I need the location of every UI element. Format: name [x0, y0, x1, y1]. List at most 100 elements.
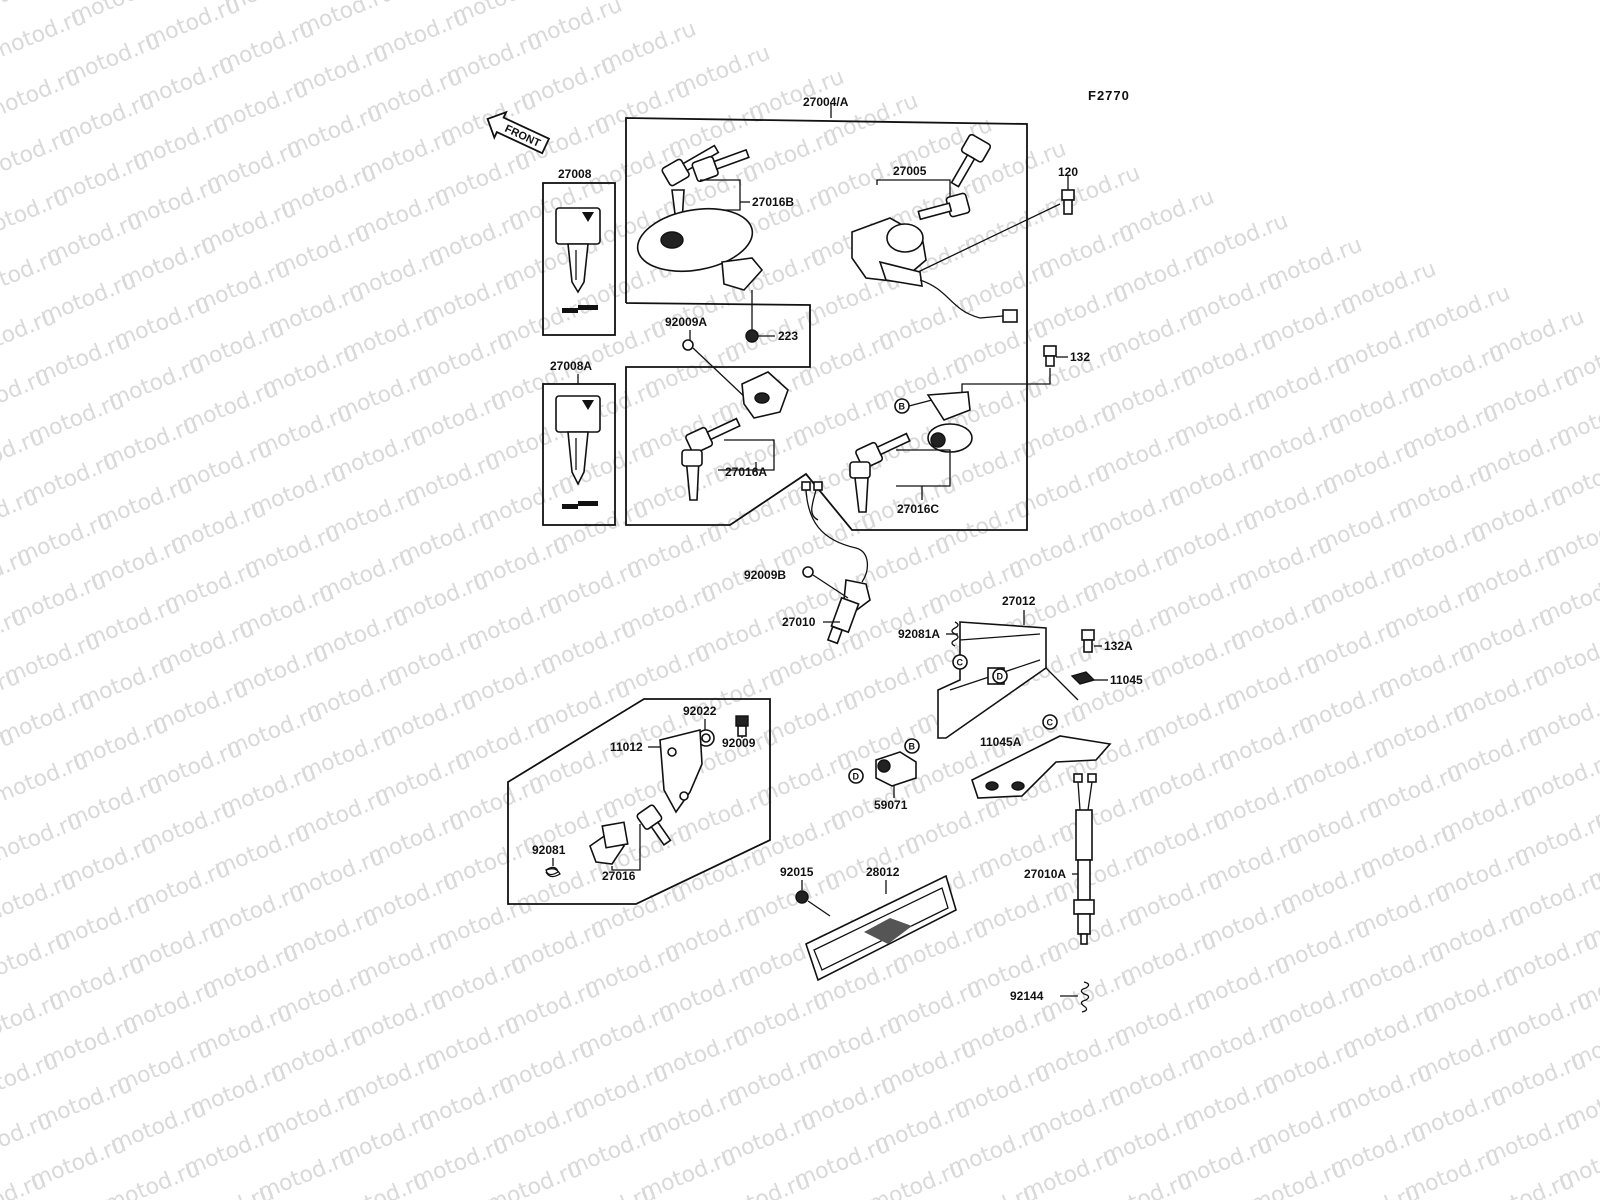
watermark-text: motod.ru	[0, 185, 72, 246]
watermark-text: motod.ru	[1247, 1157, 1350, 1200]
watermark-text: motod.ru	[0, 305, 60, 366]
part-label-27016b: 27016B	[752, 195, 794, 209]
part-label-11012: 11012	[610, 740, 643, 754]
leader-27016c	[896, 449, 951, 487]
watermark-text: motod.ru	[0, 245, 66, 306]
part-label-92022: 92022	[683, 704, 717, 718]
callout-c-text-2: C	[1047, 718, 1054, 728]
watermark-text: motod.ru	[0, 425, 48, 486]
part-label-28012: 28012	[866, 865, 900, 879]
part-label-27005: 27005	[893, 164, 927, 178]
kit-box-27004a	[625, 104, 1028, 531]
leader-120	[917, 203, 1061, 273]
part-label-132a: 132A	[1104, 639, 1133, 653]
kit-box-lower	[507, 698, 771, 905]
part-label-27010a: 27010A	[1024, 867, 1066, 881]
part-label-27008: 27008	[558, 167, 592, 181]
part-label-59071: 59071	[874, 798, 908, 812]
reflector-28012-icon	[805, 874, 957, 982]
clip-92144-icon	[1080, 981, 1090, 1013]
part-label-92009b: 92009B	[744, 568, 786, 582]
watermark-text: motod.ru	[0, 5, 90, 66]
helmet-lock-icon	[926, 391, 973, 453]
part-label-27012: 27012	[1002, 594, 1036, 608]
part-label-92144: 92144	[1010, 989, 1044, 1003]
spring-92081-icon	[545, 866, 561, 878]
part-label-11045: 11045	[1110, 673, 1143, 687]
part-label-27004a: 27004/A	[803, 95, 849, 109]
callout-d-2	[848, 768, 864, 784]
key-set-27016a-icon	[681, 417, 741, 501]
part-label-92015: 92015	[780, 865, 814, 879]
callout-b-text-2: B	[909, 742, 916, 752]
screw-223-icon	[745, 329, 759, 343]
callout-c-1	[952, 654, 968, 670]
callout-d-text-1: D	[997, 672, 1004, 682]
watermark-text: motod.ru	[1093, 1169, 1196, 1200]
watermark-text: motod.ru	[0, 1169, 50, 1200]
part-label-92009: 92009	[722, 736, 756, 750]
watermark-text: motod.ru	[0, 809, 86, 870]
ignition-keys-27005-icon	[917, 133, 992, 221]
part-label-11045a: 11045A	[980, 735, 1022, 749]
part-label-92081a: 92081A	[898, 627, 940, 641]
fuel-cap-icon	[636, 207, 764, 291]
watermark-text: motod.ru	[865, 1157, 968, 1200]
bolt-132-icon	[1043, 345, 1057, 367]
watermark-text: motod.ru	[0, 989, 68, 1050]
watermark-text: motod.ru	[0, 929, 74, 990]
ignition-switch-icon	[851, 217, 1018, 323]
lock-27016-icon	[589, 804, 672, 865]
screw-92009a-icon	[682, 339, 694, 351]
key-box-27008a	[542, 383, 616, 526]
nut-92015-icon	[795, 890, 809, 904]
part-label-27008a: 27008A	[550, 359, 592, 373]
callout-b-text-1: B	[899, 402, 906, 412]
part-label-27010: 27010	[782, 615, 816, 629]
leader-27005	[876, 179, 951, 200]
bolt-120-icon	[1061, 189, 1075, 215]
switch-59071-icon	[875, 751, 917, 787]
part-label-132: 132	[1070, 350, 1090, 364]
leader-27016a	[718, 439, 775, 471]
figure-code: F2770	[1088, 88, 1130, 103]
part-label-27016a: 27016A	[725, 465, 767, 479]
key-set-27016c-icon	[849, 432, 911, 513]
plate-11045a-icon	[971, 735, 1112, 799]
watermark-text: motod.ru	[0, 869, 80, 930]
callout-d-text-2: D	[853, 772, 860, 782]
key-blank-27008a-icon	[555, 395, 601, 509]
callout-d-1	[992, 668, 1008, 684]
bolt-132a-icon	[1081, 629, 1095, 653]
spring-92081a-icon	[951, 621, 959, 647]
watermark-text: motod.ru	[0, 1049, 62, 1110]
watermark-text: motod.ru	[0, 365, 54, 426]
sensor-27010a-icon	[1073, 773, 1097, 945]
switch-27010-icon	[801, 481, 871, 645]
watermark-text: motod.ru	[711, 1169, 814, 1200]
watermark-text: motod.ru	[329, 1169, 432, 1200]
screw-92009-icon	[735, 715, 749, 737]
part-label-27016c: 27016C	[897, 502, 939, 516]
key-box-27008	[542, 182, 616, 336]
key-blank-27008-icon	[555, 207, 601, 313]
watermark-text: motod.ru	[1475, 1169, 1578, 1200]
watermark-text: motod.ru	[0, 65, 84, 126]
watermark-text: motod.ru	[101, 1157, 204, 1200]
part-label-120: 120	[1058, 165, 1078, 179]
watermark-text: motod.ru	[0, 1109, 56, 1170]
part-label-223: 223	[778, 329, 798, 343]
nut-11045-icon	[1070, 671, 1096, 685]
callout-b-2	[904, 738, 920, 754]
callout-c-2	[1042, 714, 1058, 730]
key-set-27016b-icon	[661, 144, 750, 223]
callout-c-text-1: C	[957, 658, 964, 668]
part-label-92081: 92081	[532, 843, 566, 857]
screw-92009b-icon	[802, 566, 814, 578]
watermark-text: motod.ru	[0, 749, 92, 810]
seat-lock-icon	[741, 371, 789, 419]
watermark-text: motod.ru	[483, 1157, 586, 1200]
